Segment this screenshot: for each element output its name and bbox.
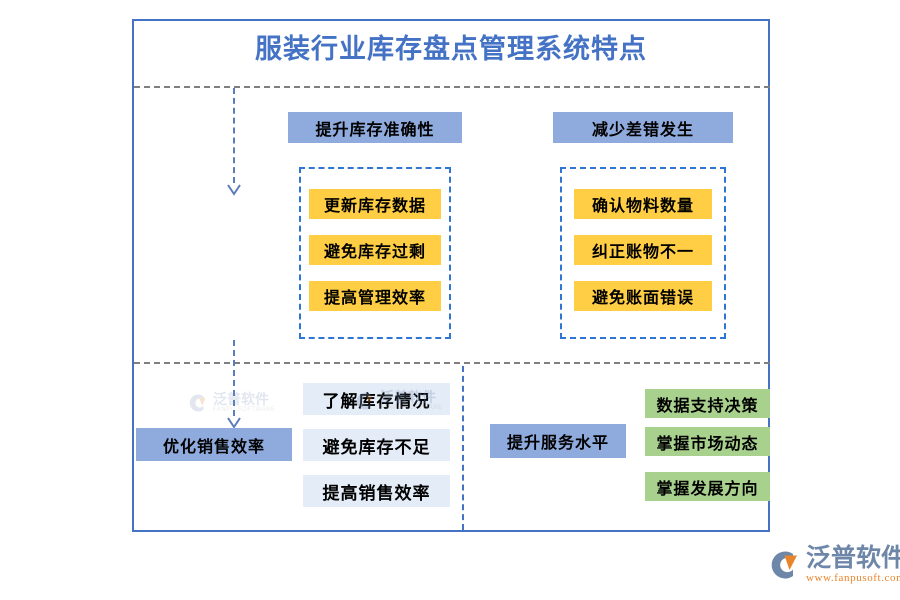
bottom-right-item-1[interactable]: 数据支持决策 xyxy=(645,389,770,418)
diagram-frame xyxy=(132,19,770,532)
top-right-header[interactable]: 减少差错发生 xyxy=(553,112,733,143)
bottom-left-item-1[interactable]: 了解库存情况 xyxy=(303,383,450,415)
top-right-item-3[interactable]: 避免账面错误 xyxy=(574,281,712,311)
top-left-item-1[interactable]: 更新库存数据 xyxy=(309,189,441,219)
horizontal-divider-middle xyxy=(134,362,770,364)
top-right-group-container xyxy=(560,167,726,339)
brand-mark-icon xyxy=(771,551,797,578)
top-left-item-2[interactable]: 避免库存过剩 xyxy=(309,235,441,265)
top-left-item-3[interactable]: 提高管理效率 xyxy=(309,281,441,311)
bottom-left-header[interactable]: 优化销售效率 xyxy=(136,428,292,461)
arrow-head-icon xyxy=(227,181,241,196)
bottom-left-item-2[interactable]: 避免库存不足 xyxy=(303,429,450,461)
bottom-left-item-3[interactable]: 提高销售效率 xyxy=(303,475,450,507)
arrow-stem xyxy=(233,340,235,416)
arrow-head-icon xyxy=(227,414,241,429)
bottom-right-item-2[interactable]: 掌握市场动态 xyxy=(645,427,770,456)
horizontal-divider-top xyxy=(134,86,770,88)
arrow-stem xyxy=(233,88,235,183)
logo-brand-text: 泛普软件 xyxy=(806,543,900,572)
logo-url-text: www.fanpusoft.com xyxy=(806,572,900,584)
top-left-header[interactable]: 提升库存准确性 xyxy=(288,112,462,143)
top-right-item-2[interactable]: 纠正账物不一 xyxy=(574,235,712,265)
top-right-item-1[interactable]: 确认物料数量 xyxy=(574,189,712,219)
top-left-group-container xyxy=(299,167,451,339)
flow-arrow-bottom xyxy=(225,340,243,429)
bottom-right-header[interactable]: 提升服务水平 xyxy=(490,424,626,458)
page-title: 服装行业库存盘点管理系统特点 xyxy=(255,34,647,65)
company-logo: 泛普软件 www.fanpusoft.com xyxy=(768,545,900,584)
flow-arrow-top xyxy=(225,88,243,196)
vertical-divider-bottom xyxy=(462,366,464,530)
bottom-right-item-3[interactable]: 掌握发展方向 xyxy=(645,472,770,501)
